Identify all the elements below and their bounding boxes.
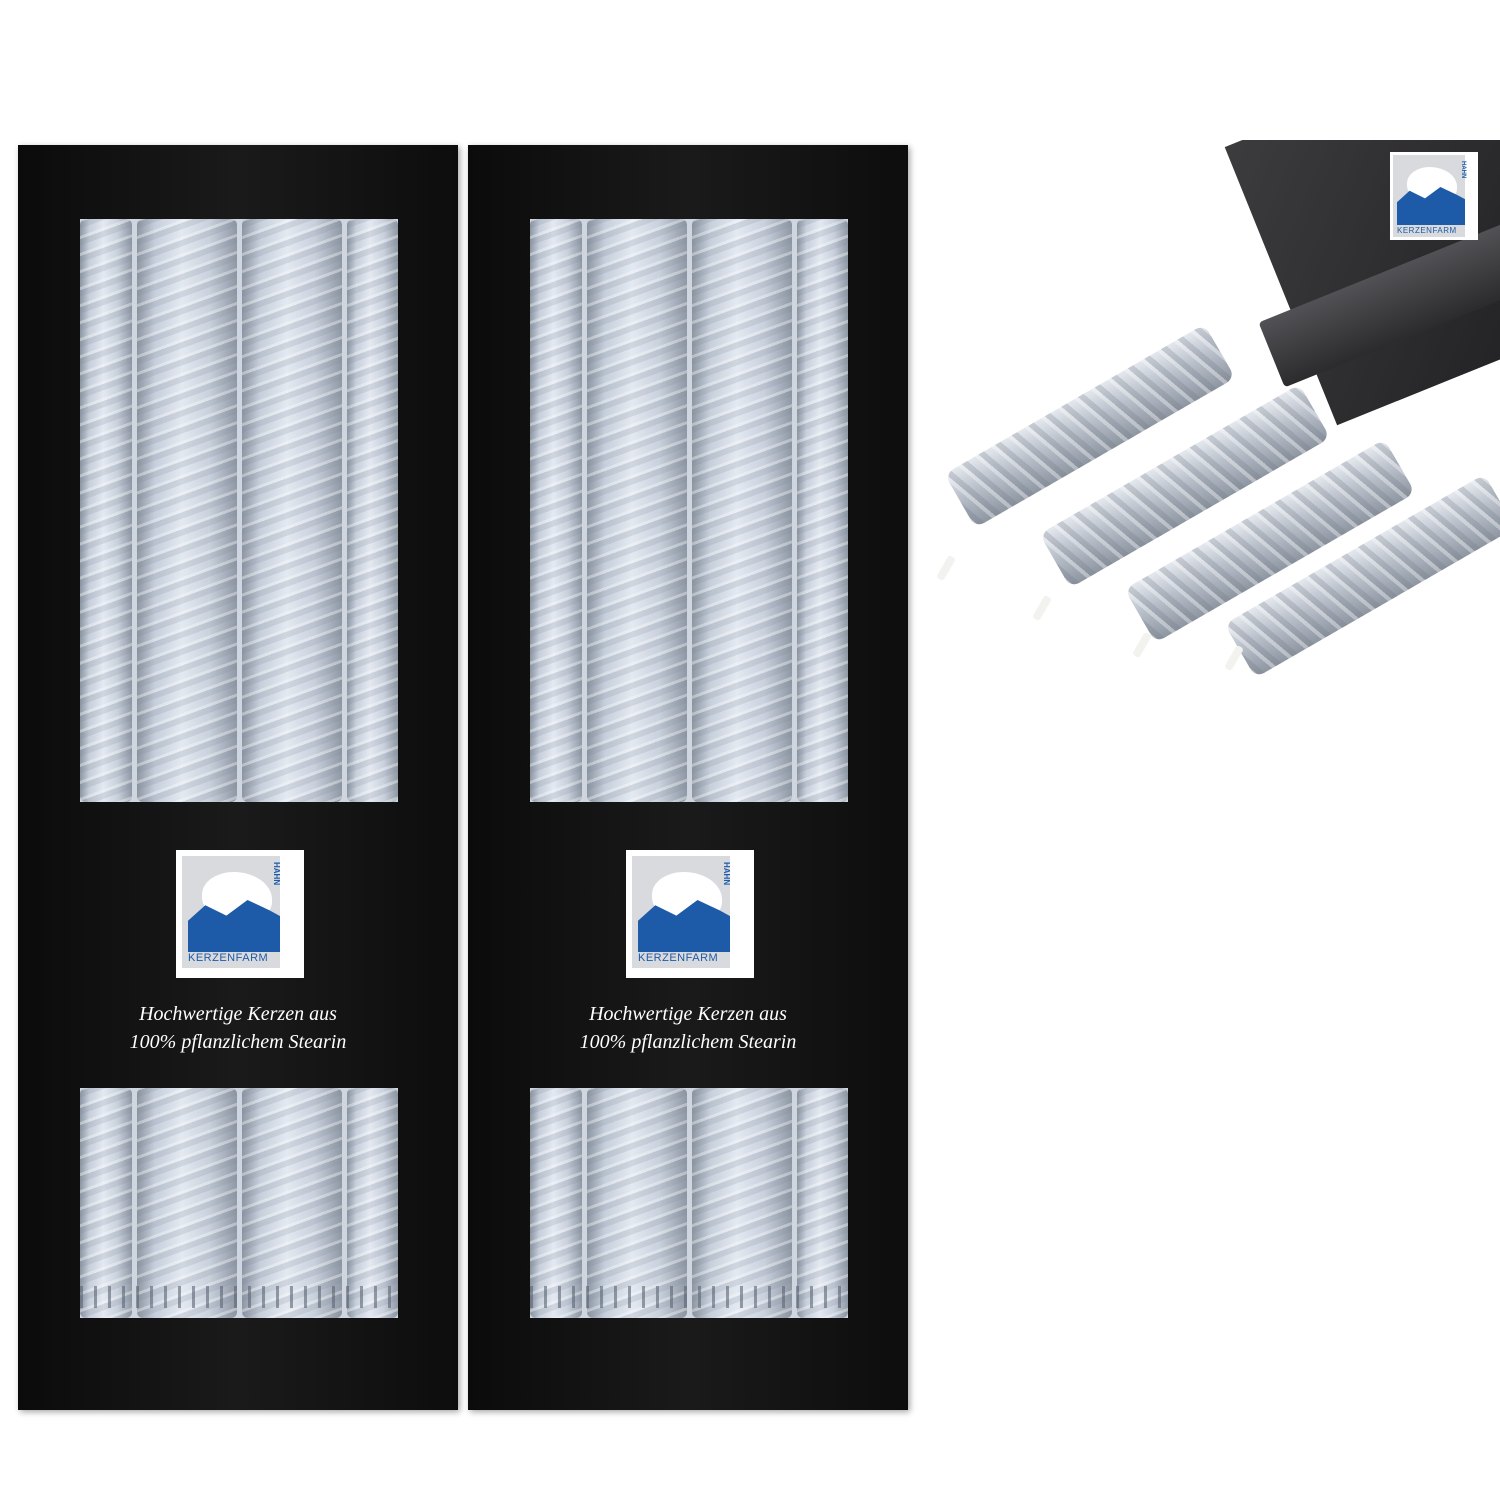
logo-side-text: HAHN <box>271 862 281 886</box>
candles-photo: HAHN KERZENFARM <box>930 140 1500 680</box>
candle-base-ridges <box>530 1286 848 1308</box>
wick <box>1224 644 1244 672</box>
logo-side-text: HAHN <box>1459 161 1466 179</box>
candle-box-2: HAHN KERZENFARM Hochwertige Kerzen aus 1… <box>468 145 908 1410</box>
box-tagline: Hochwertige Kerzen aus 100% pflanzlichem… <box>18 1000 458 1056</box>
wick <box>1132 631 1152 659</box>
candle <box>530 1088 582 1318</box>
candle <box>242 1088 342 1318</box>
tagline-line-2: 100% pflanzlichem Stearin <box>129 1031 347 1053</box>
logo-side-text: HAHN <box>721 862 731 886</box>
kerzenfarm-logo: HAHN KERZENFARM <box>626 850 754 978</box>
candle <box>347 219 398 802</box>
candle <box>797 219 848 802</box>
logo-brand-text: KERZENFARM <box>638 952 719 964</box>
candle-box-1: HAHN KERZENFARM Hochwertige Kerzen aus 1… <box>18 145 458 1410</box>
box-window-top <box>80 219 398 802</box>
candle <box>137 1088 237 1318</box>
candle <box>80 1088 132 1318</box>
tagline-line-2: 100% pflanzlichem Stearin <box>579 1031 797 1053</box>
kerzenfarm-logo: HAHN KERZENFARM <box>1390 152 1478 240</box>
box-window-bottom <box>80 1088 398 1318</box>
candle <box>347 1088 398 1318</box>
candle <box>137 219 237 802</box>
candle-base-ridges <box>80 1286 398 1308</box>
tagline-line-1: Hochwertige Kerzen aus <box>589 1003 787 1025</box>
kerzenfarm-logo: HAHN KERZENFARM <box>176 850 304 978</box>
box-window-bottom <box>530 1088 848 1318</box>
candle <box>692 1088 792 1318</box>
box-window-top <box>530 219 848 802</box>
candle <box>530 219 582 802</box>
box-tagline: Hochwertige Kerzen aus 100% pflanzlichem… <box>468 1000 908 1056</box>
tagline-line-1: Hochwertige Kerzen aus <box>139 1003 337 1025</box>
candle <box>242 219 342 802</box>
candle <box>587 1088 687 1318</box>
wick <box>1032 594 1052 622</box>
candle <box>797 1088 848 1318</box>
candle <box>692 219 792 802</box>
candle <box>80 219 132 802</box>
candle <box>587 219 687 802</box>
logo-brand-text: KERZENFARM <box>188 952 269 964</box>
wick <box>936 554 956 582</box>
logo-brand-text: KERZENFARM <box>1397 226 1457 235</box>
